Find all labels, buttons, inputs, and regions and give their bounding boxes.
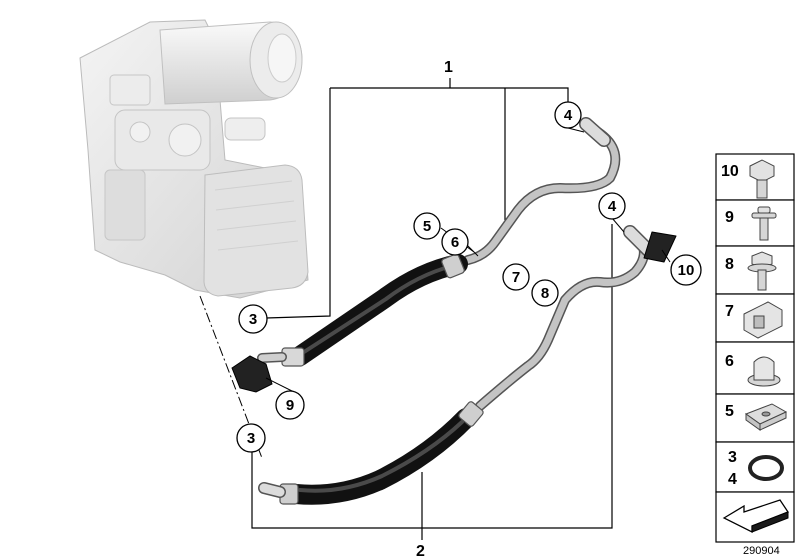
grommet-nut-icon (747, 356, 781, 387)
svg-text:9: 9 (725, 209, 734, 226)
svg-text:6: 6 (451, 234, 459, 251)
lower-cooler-line (258, 225, 677, 505)
legend-cell-3-4 (715, 441, 795, 493)
svg-text:8: 8 (541, 285, 549, 302)
callout-5: 5 (413, 212, 441, 240)
svg-text:7: 7 (725, 303, 734, 320)
callout-4-top: 4 (554, 101, 582, 129)
svg-text:4: 4 (608, 198, 617, 215)
svg-text:9: 9 (286, 397, 294, 414)
holder-bracket (231, 355, 273, 393)
svg-text:4: 4 (564, 107, 573, 124)
callout-7: 7 (502, 263, 530, 291)
upper-cooler-line (257, 117, 621, 367)
svg-text:8: 8 (725, 256, 734, 273)
callout-8: 8 (531, 279, 559, 307)
screw-icon (751, 206, 777, 241)
svg-text:3: 3 (249, 311, 257, 328)
filter-housing (79, 19, 309, 299)
direction-arrow-icon (722, 499, 789, 534)
callout-3-upper: 3 (238, 304, 268, 334)
o-ring-icon (748, 455, 784, 481)
assembly-1-leader (265, 78, 569, 319)
svg-text:5: 5 (725, 403, 734, 420)
legend-cell-10 (715, 153, 795, 201)
svg-text:5: 5 (423, 218, 431, 235)
callout-6: 6 (441, 228, 469, 256)
legend-cell-9 (715, 199, 795, 247)
svg-text:3: 3 (728, 449, 737, 466)
hex-bolt-icon (749, 159, 775, 199)
assembly-label-2: 2 (416, 543, 425, 560)
reference-number: 290904 (743, 545, 780, 557)
parts-legend: 10 9 8 7 6 5 (715, 153, 795, 543)
spring-nut-icon (744, 403, 788, 431)
callout-10: 10 (670, 254, 702, 286)
assembly-label-1: 1 (444, 59, 453, 76)
clip-nut-icon (743, 301, 783, 339)
svg-text:6: 6 (725, 353, 734, 370)
svg-text:10: 10 (721, 163, 739, 180)
flange-bolt-icon (747, 251, 777, 291)
assembly-2-leader (251, 224, 613, 540)
callout-3-lower: 3 (236, 423, 266, 453)
callout-4-mid: 4 (598, 192, 626, 220)
svg-text:3: 3 (247, 430, 255, 447)
svg-text:4: 4 (728, 471, 737, 488)
svg-text:7: 7 (512, 269, 520, 286)
svg-text:10: 10 (678, 262, 695, 279)
callout-9: 9 (275, 390, 305, 420)
